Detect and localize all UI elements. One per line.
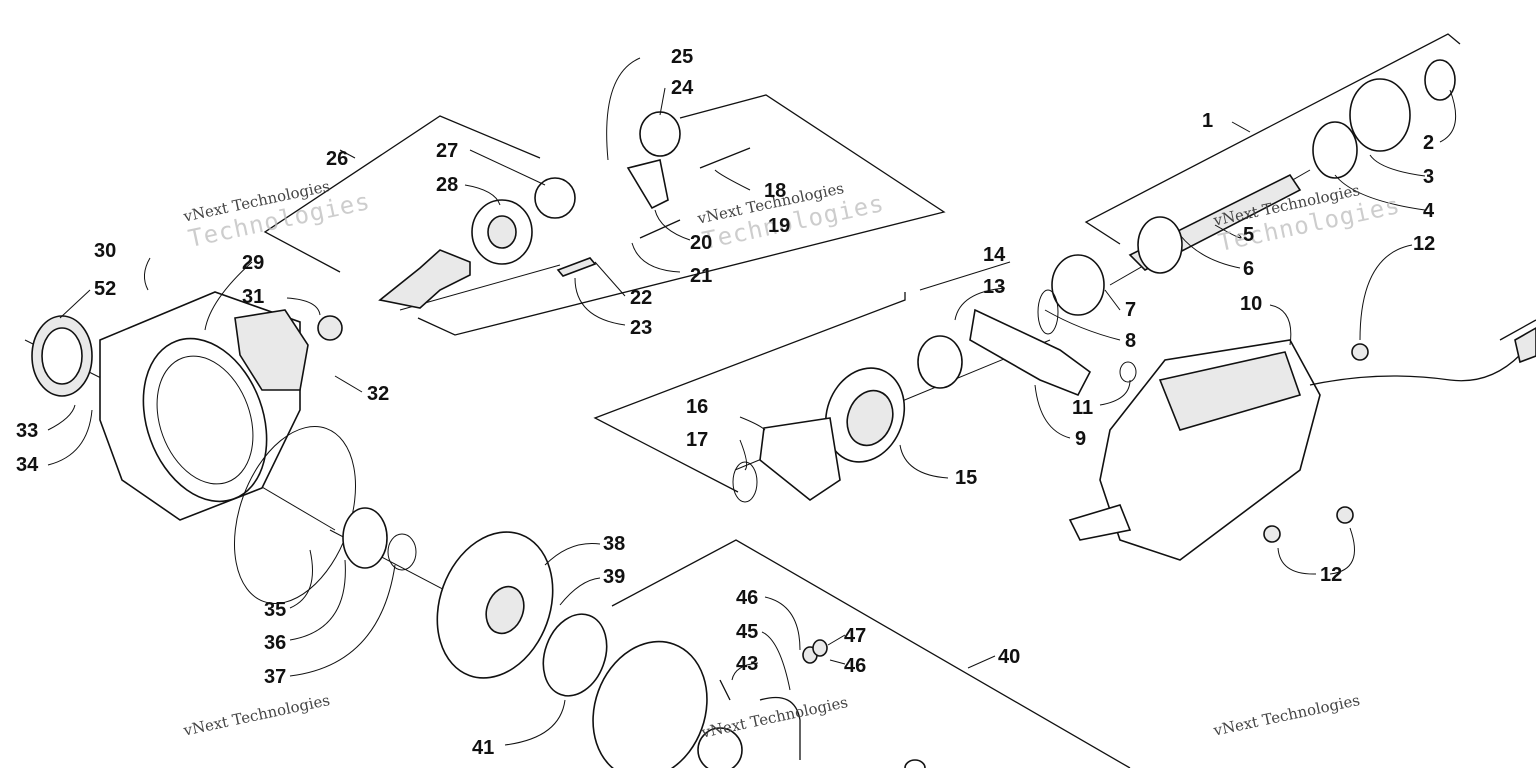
callout-label: 12 <box>1413 233 1436 255</box>
small-springs-and-levers <box>697 639 926 768</box>
callout-label: 28 <box>436 174 459 196</box>
bracket-group-26 <box>263 115 541 273</box>
callout-label: 2 <box>1423 132 1435 154</box>
callout-label: 14 <box>983 244 1006 266</box>
callout-label: 9 <box>1075 428 1087 450</box>
callout-label: 24 <box>671 77 694 99</box>
callout-label: 10 <box>1240 293 1263 315</box>
callout-label: 21 <box>690 265 713 287</box>
callout-label: 39 <box>603 566 626 588</box>
callout-label: 25 <box>671 46 694 68</box>
callout-label: 8 <box>1125 330 1137 352</box>
callout-label: 35 <box>264 599 287 621</box>
callout-label: 17 <box>686 429 709 451</box>
pinion-gear <box>317 111 681 341</box>
callout-label: 46 <box>736 587 759 609</box>
callout-label: 38 <box>603 533 626 555</box>
callout-label: 27 <box>436 140 459 162</box>
callout-label: 31 <box>242 286 265 308</box>
differential-ring-gear <box>342 507 708 768</box>
shift-fork-and-rods <box>556 147 751 277</box>
callout-label: 33 <box>16 420 39 442</box>
callout-label: 47 <box>844 625 867 647</box>
callout-label: 40 <box>998 646 1021 668</box>
callout-label: 36 <box>264 632 287 654</box>
bracket-group-18-21 <box>417 94 946 336</box>
callout-label: 16 <box>686 396 709 418</box>
callout-label: 43 <box>736 653 759 675</box>
output-shaft-assembly <box>1037 59 1456 383</box>
callout-label: 37 <box>264 666 287 688</box>
bracket-group-1 <box>1084 33 1461 245</box>
bracket-group-40 <box>611 539 1131 768</box>
callout-label: 20 <box>690 232 713 254</box>
gear-housing <box>99 291 309 521</box>
callout-label: 4 <box>1423 200 1435 222</box>
callout-label: 7 <box>1125 299 1137 321</box>
callout-label: 6 <box>1243 258 1255 280</box>
callout-label: 3 <box>1423 166 1435 188</box>
callout-label: 45 <box>736 621 759 643</box>
callout-label: 34 <box>16 454 39 476</box>
callout-label: 13 <box>983 276 1006 298</box>
callout-label: 11 <box>1072 397 1094 419</box>
callout-label: 23 <box>630 317 653 339</box>
callout-label: 12 <box>1320 564 1343 586</box>
callout-label: 41 <box>472 737 495 759</box>
callout-label: 26 <box>326 148 349 170</box>
bearing-carrier-15 <box>732 308 1092 503</box>
callout-label: 52 <box>94 278 117 300</box>
callout-label: 5 <box>1243 224 1255 246</box>
callout-label: 22 <box>630 287 653 309</box>
callout-label: 19 <box>768 215 791 237</box>
shift-actuator-10 <box>1068 319 1536 561</box>
bracket-group-13-17 <box>593 292 906 493</box>
callout-label: 1 <box>1202 110 1214 132</box>
callout-label: 46 <box>844 655 867 677</box>
callout-label: 29 <box>242 252 265 274</box>
callout-label: 30 <box>94 240 117 262</box>
callout-label: 18 <box>764 180 787 202</box>
leader-lines <box>47 57 1457 746</box>
callout-label: 15 <box>955 467 978 489</box>
callout-label: 32 <box>367 383 390 405</box>
